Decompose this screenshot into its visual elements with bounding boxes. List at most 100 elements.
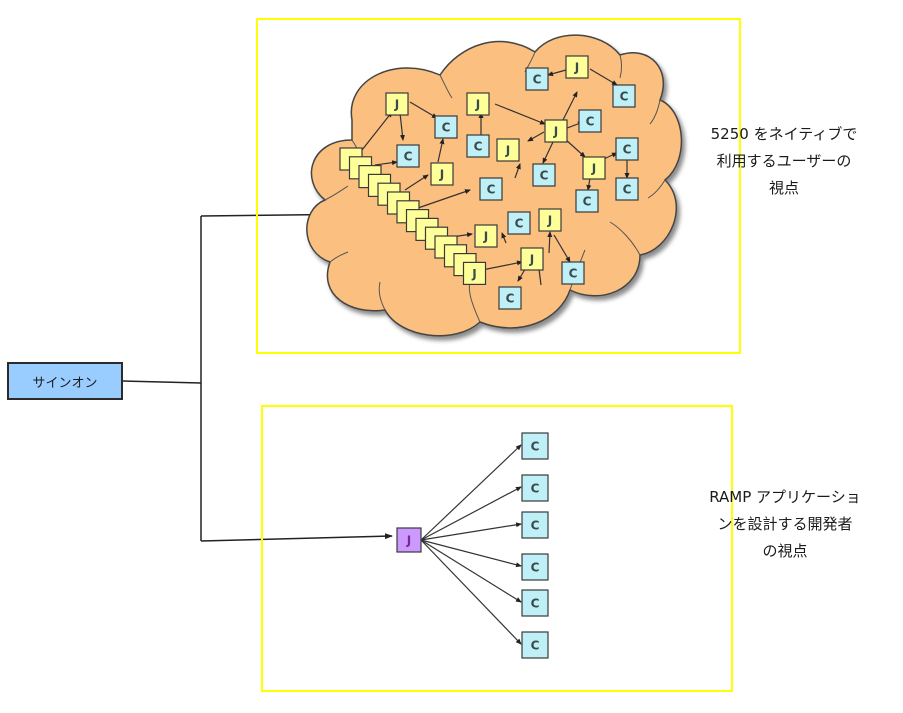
node-label: C xyxy=(487,183,496,197)
job-node: J xyxy=(538,208,562,232)
network-edge xyxy=(564,138,586,158)
node-label: J xyxy=(574,61,579,75)
component-node: C xyxy=(521,474,549,502)
component-node: C xyxy=(521,631,549,659)
job-node: J xyxy=(520,247,544,271)
native-5250-view-frame xyxy=(256,18,741,354)
node-label: J xyxy=(483,230,488,244)
node-box xyxy=(521,474,549,502)
node-label: C xyxy=(540,169,549,183)
node-box xyxy=(561,261,585,285)
node-box xyxy=(430,162,454,186)
node-box xyxy=(525,67,549,91)
fanout-edge xyxy=(420,486,522,541)
node-box xyxy=(474,224,498,248)
caption-line: 視点 xyxy=(768,179,799,197)
node-label: J xyxy=(529,253,534,267)
network-edge xyxy=(494,103,546,125)
node-box xyxy=(496,138,520,162)
network-edge xyxy=(374,160,398,166)
signon-box: サインオン xyxy=(7,362,123,400)
network-edge xyxy=(547,69,567,77)
network-edge xyxy=(417,189,471,209)
node-label: C xyxy=(569,267,578,281)
component-node: C xyxy=(434,115,458,139)
node-box xyxy=(538,208,562,232)
component-node: C xyxy=(507,211,531,235)
ramp-developer-view-caption: RAMP アプリケーショ ンを設計する開発者 の視点 xyxy=(680,484,890,565)
job-node: J xyxy=(582,156,606,180)
node-label: C xyxy=(586,115,595,129)
fanout-edge xyxy=(420,539,522,568)
node-label: C xyxy=(531,597,540,611)
job-node: J xyxy=(544,119,568,143)
node-label: C xyxy=(474,140,483,154)
caption-line: RAMP アプリケーショ xyxy=(709,488,861,506)
ramp-developer-view-frame xyxy=(261,405,733,692)
node-label: J xyxy=(547,214,552,228)
component-node: C xyxy=(479,177,503,201)
network-edge xyxy=(404,174,429,191)
node-box xyxy=(532,163,556,187)
node-box xyxy=(521,511,549,539)
component-node: C xyxy=(575,189,599,213)
node-label: C xyxy=(533,73,542,87)
node-box xyxy=(396,527,422,553)
node-box xyxy=(612,84,636,108)
node-box xyxy=(521,432,549,460)
node-box xyxy=(462,261,487,285)
job-node: J xyxy=(565,55,589,79)
component-node: C xyxy=(532,163,556,187)
network-edge xyxy=(547,231,553,254)
node-label: C xyxy=(442,121,451,135)
component-node: C xyxy=(615,177,639,201)
node-label: C xyxy=(531,639,540,653)
node-box xyxy=(385,92,409,116)
signon-connector xyxy=(122,380,202,384)
node-label: J xyxy=(591,162,596,176)
component-node: C xyxy=(498,286,522,310)
node-label: C xyxy=(623,183,632,197)
node-label: J xyxy=(439,168,444,182)
network-edge xyxy=(589,68,618,86)
network-edge xyxy=(514,163,521,179)
caption-line: 利用するユーザーの xyxy=(716,152,852,170)
component-node: C xyxy=(521,589,549,617)
node-label: C xyxy=(620,90,629,104)
job-node: J xyxy=(396,527,422,553)
node-box xyxy=(520,247,544,271)
component-node: C xyxy=(396,144,420,168)
node-box xyxy=(396,144,420,168)
node-box xyxy=(565,55,589,79)
node-label: J xyxy=(553,125,558,139)
node-label: C xyxy=(531,440,540,454)
fanout-edge xyxy=(420,522,522,541)
connector-lines xyxy=(122,211,393,542)
native-user-view-caption: 5250 をネイティブで 利用するユーザーの 視点 xyxy=(694,121,874,202)
node-box xyxy=(507,211,531,235)
bottom-branch-arrow xyxy=(200,533,393,542)
node-box xyxy=(466,92,490,116)
component-node: C xyxy=(521,432,549,460)
node-box xyxy=(521,589,549,617)
node-label: J xyxy=(475,98,480,112)
job-node: J xyxy=(496,138,520,162)
node-label: C xyxy=(583,195,592,209)
node-label: C xyxy=(531,561,540,575)
node-label: C xyxy=(515,217,524,231)
caption-line: の視点 xyxy=(762,542,808,560)
job-node: J xyxy=(430,162,454,186)
component-node: C xyxy=(561,261,585,285)
node-box xyxy=(434,115,458,139)
bottom-fanout-edges xyxy=(420,444,522,645)
component-node: C xyxy=(525,67,549,91)
component-node: C xyxy=(612,84,636,108)
node-label: J xyxy=(505,144,510,158)
network-edge xyxy=(553,234,571,263)
component-node: C xyxy=(466,134,490,158)
node-box xyxy=(521,631,549,659)
network-edge xyxy=(399,112,405,141)
